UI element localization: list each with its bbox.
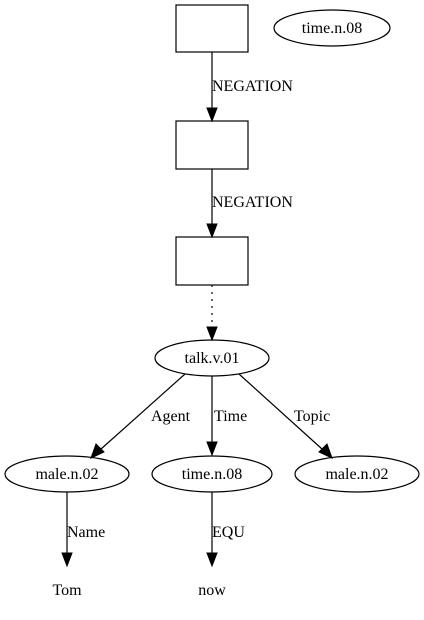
node-box-2 <box>175 120 249 170</box>
node-talk-label: talk.v.01 <box>185 350 240 367</box>
edge-negation-1: NEGATION <box>206 52 293 123</box>
node-time-top: time.n.08 <box>273 9 391 47</box>
node-time-mid-label: time.n.08 <box>182 466 242 483</box>
node-box-1 <box>175 4 249 53</box>
node-box-3 <box>175 236 249 286</box>
edge-time-label: Time <box>214 408 247 425</box>
edge-name-label: Name <box>67 524 105 541</box>
node-time-mid: time.n.08 <box>151 455 273 493</box>
node-male-agent-label: male.n.02 <box>35 466 98 483</box>
node-now: now <box>198 582 226 599</box>
edge-negation-2-label: NEGATION <box>212 194 293 211</box>
node-talk: talk.v.01 <box>154 339 270 377</box>
edge-topic: Topic <box>238 373 333 459</box>
node-time-top-label: time.n.08 <box>302 20 362 37</box>
edge-time: Time <box>206 376 247 457</box>
edge-agent-label: Agent <box>151 408 191 425</box>
edge-equ: EQU <box>206 492 245 568</box>
edge-agent: Agent <box>90 373 191 459</box>
node-male-topic-label: male.n.02 <box>325 466 388 483</box>
node-male-topic: male.n.02 <box>294 455 420 493</box>
edge-box3-to-talk <box>206 285 218 342</box>
edge-negation-1-label: NEGATION <box>212 78 293 95</box>
node-tom: Tom <box>52 582 82 599</box>
edge-topic-label: Topic <box>294 408 330 425</box>
node-male-agent: male.n.02 <box>4 455 130 493</box>
edge-negation-2: NEGATION <box>206 169 293 239</box>
edge-name: Name <box>61 492 105 568</box>
edge-equ-label: EQU <box>212 524 245 541</box>
